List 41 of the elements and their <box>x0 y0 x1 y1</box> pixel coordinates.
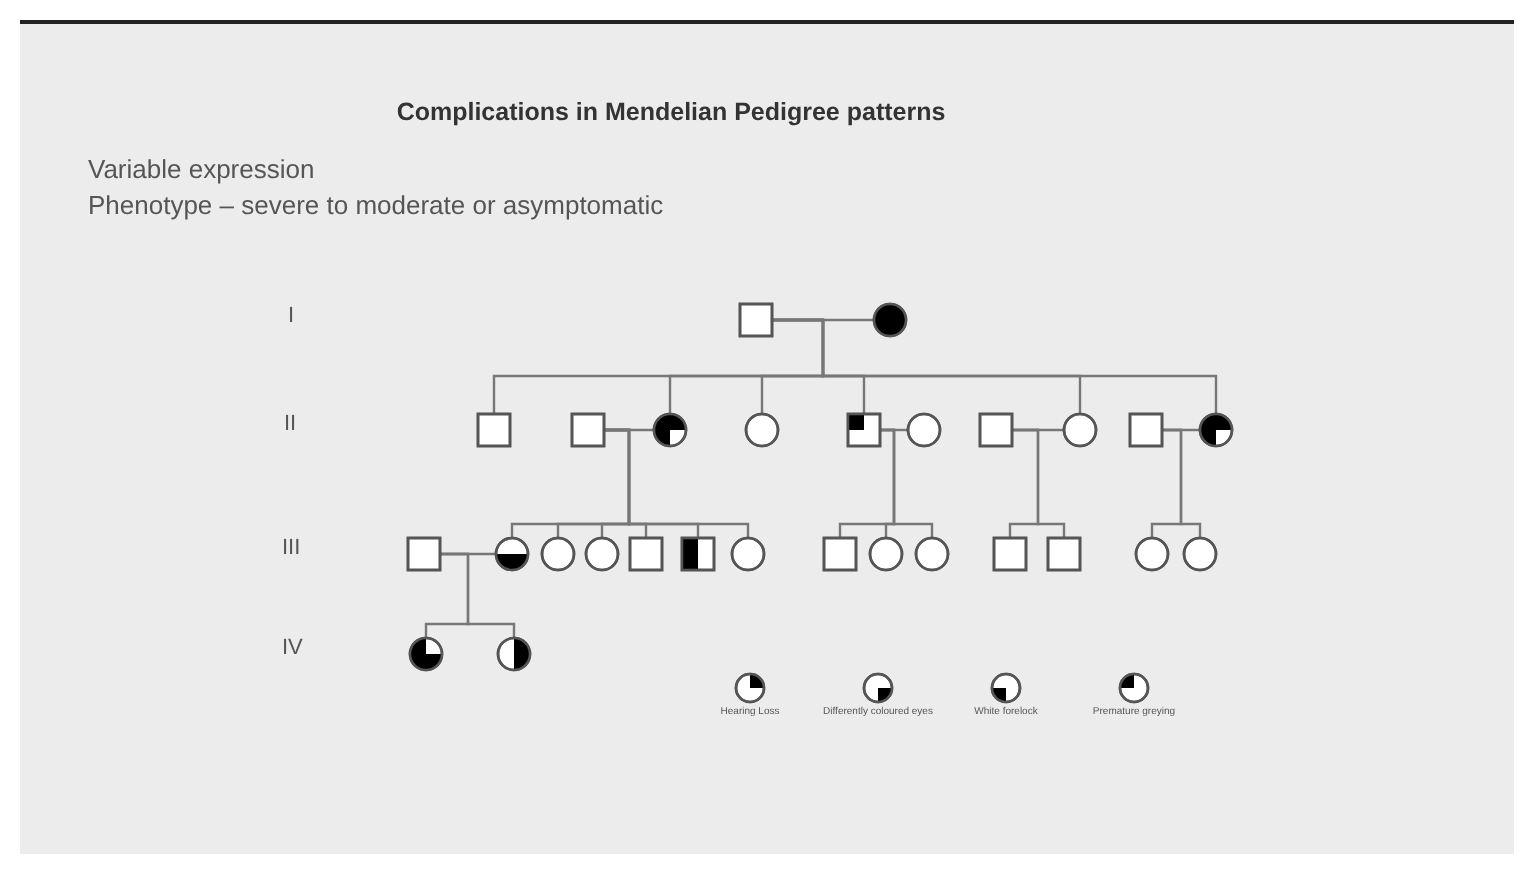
female-symbol <box>540 536 576 572</box>
female-symbol <box>744 412 780 448</box>
pedigree-line <box>1012 428 1066 538</box>
male-symbol <box>628 536 664 572</box>
female-symbol <box>1062 412 1098 448</box>
male-symbol <box>822 536 858 572</box>
female-symbol <box>1134 536 1170 572</box>
male-symbol <box>846 412 882 448</box>
female-symbol <box>1182 536 1218 572</box>
pedigree-line <box>1162 428 1202 538</box>
generation-label: I <box>288 304 295 328</box>
male-symbol <box>570 412 606 448</box>
male-symbol <box>1046 536 1082 572</box>
female-symbol <box>906 412 942 448</box>
subtitle: Variable expression <box>88 154 315 184</box>
male-symbol <box>992 536 1028 572</box>
generation-label: IV <box>282 636 303 660</box>
female-symbol <box>1198 412 1234 448</box>
generation-label: II <box>284 412 297 436</box>
female-symbol <box>914 536 950 572</box>
female-symbol <box>584 536 620 572</box>
female-symbol <box>652 412 688 448</box>
male-symbol <box>978 412 1014 448</box>
subtitle: Phenotype – severe to moderate or asymptomatic <box>88 190 664 220</box>
male-symbol <box>1128 412 1164 448</box>
female-symbol <box>496 636 532 672</box>
pedigree-line <box>604 428 750 538</box>
male-symbol <box>406 536 442 572</box>
female-symbol <box>868 536 904 572</box>
pedigree-line <box>880 428 934 538</box>
female-symbol <box>494 536 530 572</box>
pedigree-line <box>772 318 1218 414</box>
pedigree-line <box>440 552 516 638</box>
title: Complications in Mendelian Pedigree patterns <box>394 98 948 126</box>
male-symbol <box>476 412 512 448</box>
female-symbol <box>408 636 444 672</box>
generation-label: III <box>282 536 301 560</box>
female-symbol <box>730 536 766 572</box>
male-symbol <box>680 536 716 572</box>
female-symbol <box>872 302 908 338</box>
male-symbol <box>738 302 774 338</box>
